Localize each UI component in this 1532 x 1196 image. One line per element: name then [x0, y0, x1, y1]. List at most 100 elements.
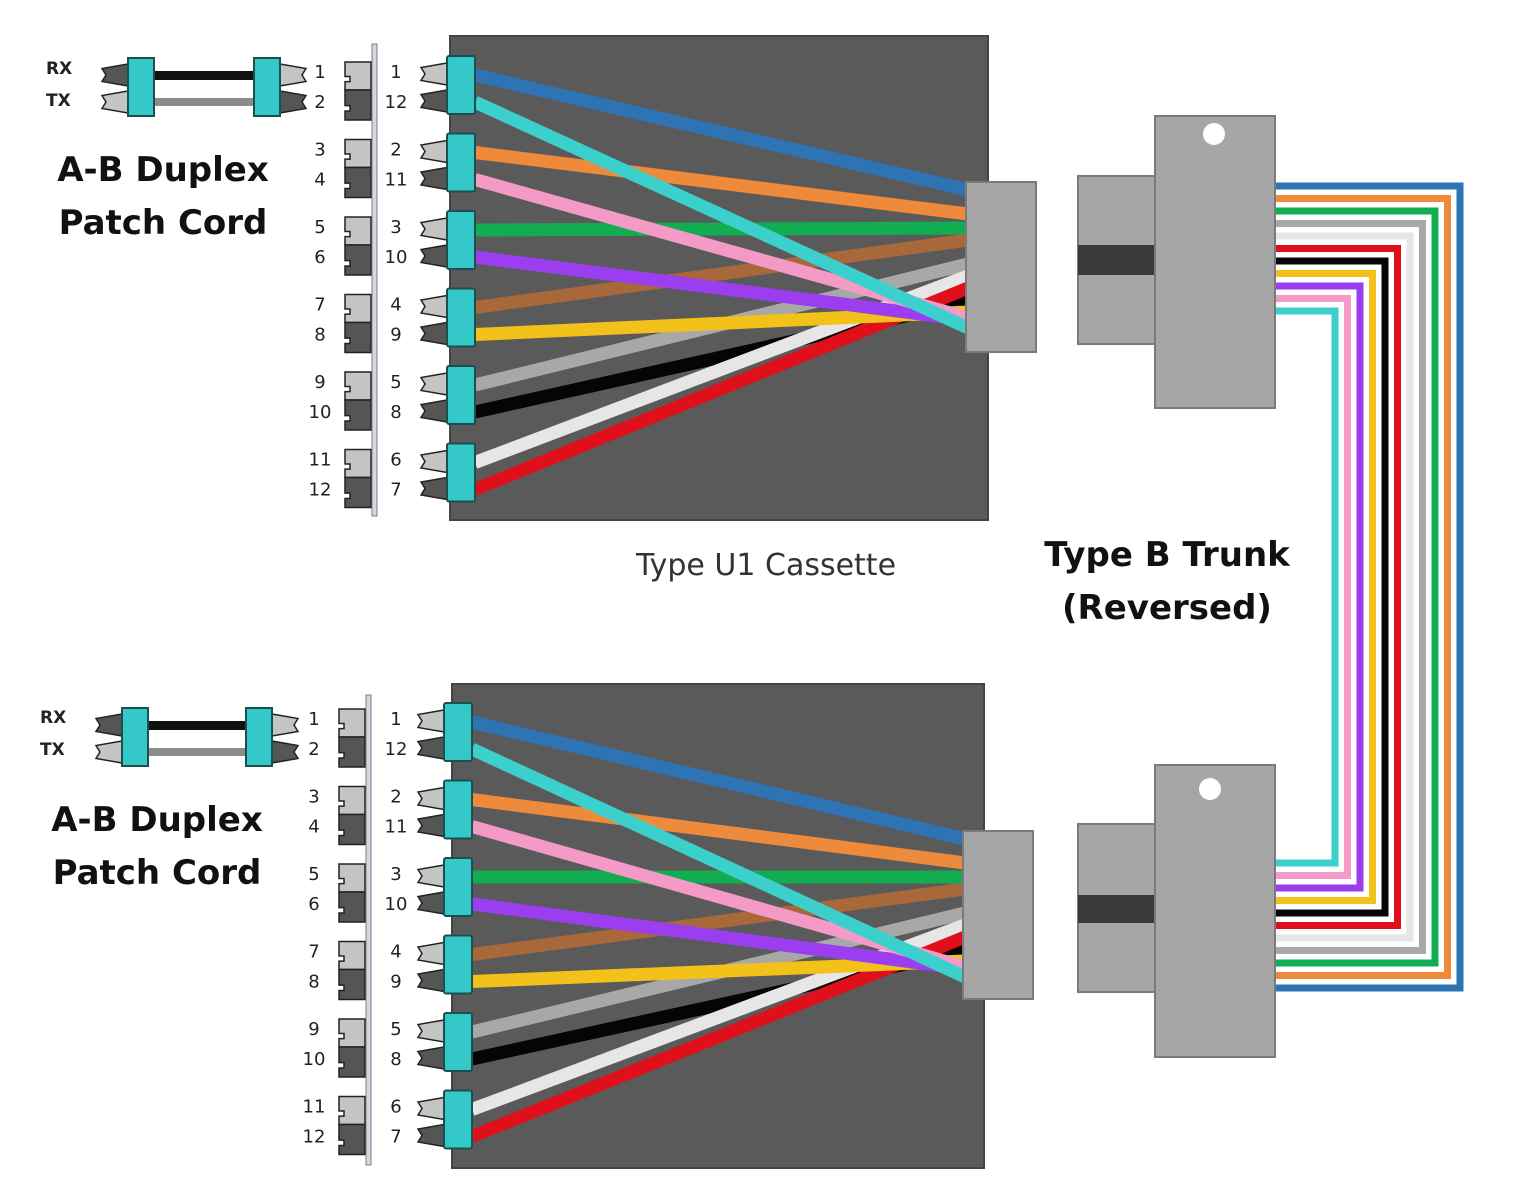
trunk-fiber-blue: [1274, 182, 1464, 992]
port-number-left: 6: [314, 247, 325, 268]
lc-ferrule: [94, 740, 123, 764]
port-number-right: 5: [390, 372, 401, 393]
trunk-fiber-yellow: [1274, 270, 1376, 904]
trunk-fiber-rose: [1274, 295, 1351, 879]
lc-ferrule: [271, 713, 300, 737]
lc-ferrule: [419, 62, 448, 86]
panel-port-jack: [344, 448, 372, 479]
lc-duplex-connector: [443, 702, 473, 762]
port-number-left: 10: [309, 402, 332, 423]
panel-port-jack: [338, 708, 366, 738]
port-number-right: 10: [385, 894, 408, 915]
port-number-right: 8: [390, 402, 401, 423]
panel-port-jack: [344, 321, 372, 354]
port-number-right: 4: [390, 295, 401, 316]
trunk-mpo-boot: [1154, 764, 1276, 1058]
mpo-boot-hole: [1199, 778, 1221, 800]
panel-port-jack: [344, 476, 372, 509]
port-number-right: 3: [390, 864, 401, 885]
port-number-right: 11: [385, 817, 408, 838]
cassette-fibers: [472, 68, 971, 496]
panel-port-jack: [338, 1018, 366, 1048]
patch-cord-title-line1: A-B Duplex: [51, 800, 263, 840]
lc-duplex-connector: [443, 857, 473, 917]
panel-port-jack: [338, 863, 366, 893]
lc-ferrule: [419, 399, 448, 423]
port-number-left: 11: [309, 450, 332, 471]
panel-port-jack: [344, 166, 372, 199]
panel-port-jack: [344, 371, 372, 401]
lc-ferrule: [419, 89, 448, 113]
lc-duplex-connector: [446, 55, 476, 115]
lc-duplex-connector: [446, 365, 476, 425]
cassette-mpo-adapter: [965, 181, 1037, 353]
tx-label: TX: [40, 740, 65, 760]
lc-ferrule: [416, 786, 445, 811]
mpo-key-slot: [1078, 245, 1156, 275]
trunk-title-line2: (Reversed): [1062, 588, 1272, 628]
mpo-key-slot: [1078, 895, 1156, 923]
port-number-left: 12: [303, 1127, 326, 1148]
port-number-left: 1: [308, 709, 319, 730]
trunk-fiber-black: [1274, 257, 1389, 917]
panel-port-jack: [344, 216, 372, 246]
mpo-boot-hole: [1203, 123, 1225, 145]
port-number-right: 9: [390, 325, 401, 346]
fiber-violet: [474, 250, 969, 327]
patch-cord-fiber-rx: [142, 721, 246, 730]
trunk-cable-bundle: [1274, 180, 1466, 994]
port-number-right: 10: [385, 247, 408, 268]
patch-cord-fiber-tx: [148, 98, 254, 106]
panel-port-jack: [338, 736, 366, 768]
panel-port-jack: [344, 89, 372, 121]
fiber-blue: [470, 715, 967, 846]
trunk-fiber-halo: [1274, 305, 1341, 869]
panel-port-jack: [344, 399, 372, 431]
trunk-fiber-orange: [1274, 195, 1451, 979]
fiber-green: [474, 221, 969, 237]
trunk-title-line1: Type B Trunk: [1044, 535, 1291, 575]
fiber-blue: [473, 68, 970, 197]
trunk-fiber-red: [1274, 245, 1401, 929]
cassette-mpo-adapter: [962, 830, 1034, 1000]
lc-ferrule: [419, 217, 448, 241]
port-number-right: 6: [390, 1097, 401, 1118]
lc-ferrule: [416, 891, 445, 915]
lc-duplex-connector: [446, 442, 476, 503]
duplex-patch-cord: [100, 57, 308, 117]
patch-cord-title-line2: Patch Cord: [59, 203, 268, 243]
patch-cord-connector-b: [253, 57, 281, 117]
port-number-left: 9: [308, 1019, 319, 1040]
port-number-left: 2: [308, 739, 319, 760]
fiber-brown: [471, 882, 966, 961]
lc-ferrule: [416, 709, 445, 733]
lc-ferrule: [419, 244, 448, 268]
fiber-aqua: [469, 743, 968, 983]
lc-ferrule: [279, 90, 308, 114]
lc-ferrule: [416, 1096, 445, 1121]
port-number-left: 11: [303, 1097, 326, 1118]
panel-port-jack: [344, 293, 372, 324]
lc-ferrule: [416, 1046, 445, 1070]
lc-duplex-connector: [443, 1089, 473, 1150]
lc-ferrule: [416, 1019, 445, 1043]
port-number-right: 1: [390, 62, 401, 83]
port-number-left: 9: [314, 372, 325, 393]
port-number-right: 9: [390, 972, 401, 993]
tx-label: TX: [46, 91, 71, 111]
lc-ferrule: [419, 372, 448, 396]
patch-cord-title-line2: Patch Cord: [53, 853, 262, 893]
port-number-right: 2: [390, 787, 401, 808]
lc-ferrule: [416, 941, 445, 966]
panel-port-jack: [338, 1095, 366, 1126]
rx-label: RX: [46, 59, 72, 79]
cassette-fibers: [469, 715, 968, 1143]
lc-ferrule: [416, 864, 445, 888]
lc-ferrule: [416, 1123, 445, 1148]
panel-port-jack: [338, 940, 366, 971]
lc-ferrule: [416, 813, 445, 838]
lc-duplex-connector: [446, 132, 476, 193]
panel-port-jack: [344, 138, 372, 169]
